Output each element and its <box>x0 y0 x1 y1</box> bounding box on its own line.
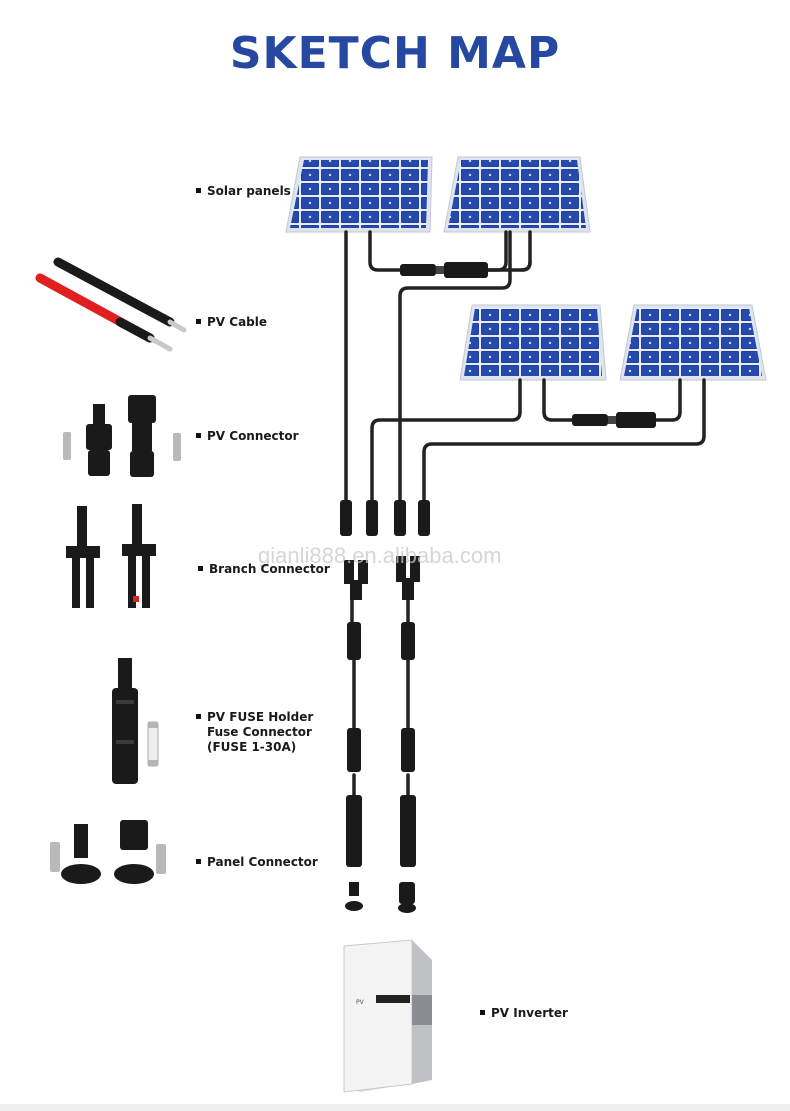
chain-fuse-holders <box>347 622 415 772</box>
pv-inverter-image: PV <box>343 939 432 1093</box>
page-title: SKETCH MAP <box>229 28 561 79</box>
chain-fuse-connectors <box>346 795 416 867</box>
chain-branch-connectors <box>344 556 420 600</box>
chain-panel-connectors <box>345 882 416 913</box>
solar-panel-4 <box>619 304 767 381</box>
svg-text:PV: PV <box>356 999 365 1006</box>
string-end-connectors <box>340 500 430 536</box>
fuse-holder-image <box>112 658 159 784</box>
label-pv-inverter: PV Inverter <box>480 1006 568 1021</box>
pv-cable-image <box>35 257 187 352</box>
label-fuse-holder: PV FUSE Holder Fuse Connector (FUSE 1-30… <box>196 710 313 755</box>
label-pv-connector: PV Connector <box>196 429 299 444</box>
inline-connector-top <box>400 262 488 278</box>
footer-bar <box>0 1104 790 1111</box>
label-panel-connector: Panel Connector <box>196 855 318 870</box>
branch-connector-image <box>66 504 156 608</box>
label-branch-connector: Branch Connector <box>198 562 330 577</box>
inline-connector-bottom <box>572 412 656 428</box>
string-cables <box>344 230 706 797</box>
panel-connector-image <box>50 820 166 884</box>
solar-panel-1 <box>285 156 433 233</box>
label-solar-panels: Solar panels <box>196 184 291 199</box>
solar-panel-3 <box>459 304 607 381</box>
watermark: gianli888.en.alibaba.com <box>258 543 502 568</box>
pv-connector-image <box>63 395 181 477</box>
label-pv-cable: PV Cable <box>196 315 267 330</box>
solar-panel-2 <box>443 156 591 233</box>
